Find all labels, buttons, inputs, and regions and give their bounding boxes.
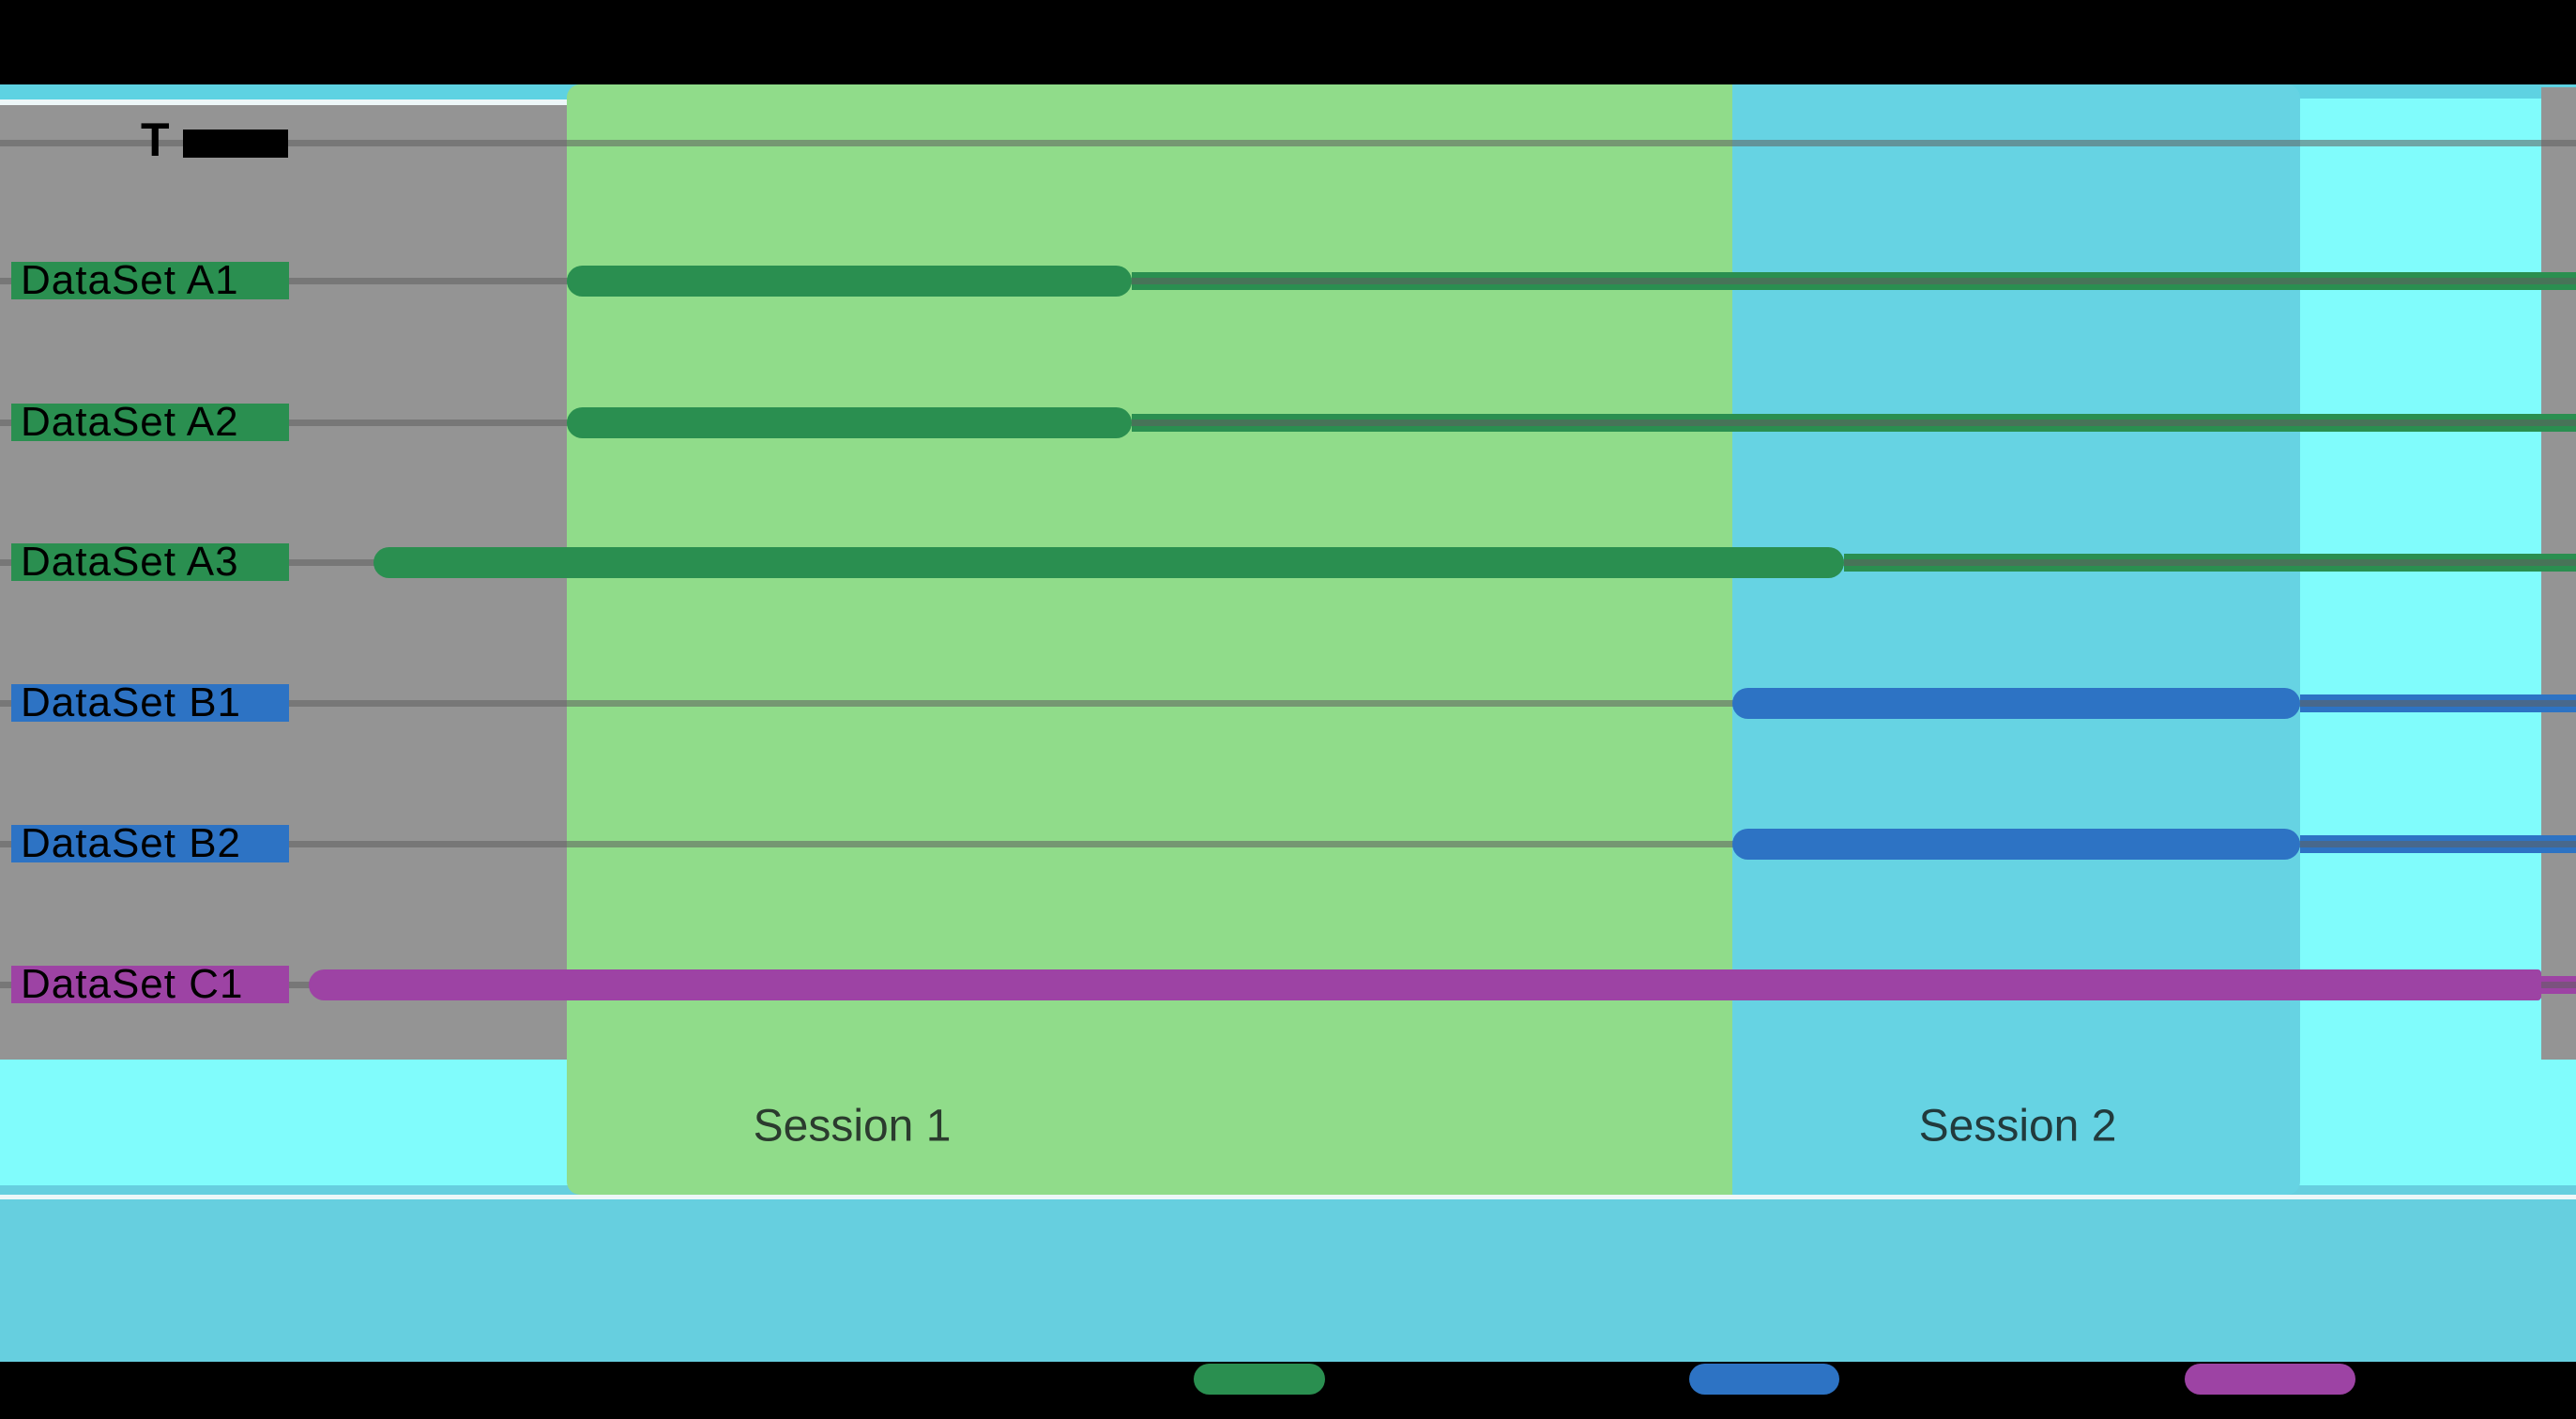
- bottom-cyan-band: [0, 1199, 2576, 1362]
- row-label: DataSet B1: [11, 682, 289, 724]
- legend-swatch: [1689, 1364, 1839, 1395]
- gantt-bar: [309, 969, 2541, 1000]
- gantt-bar: [567, 407, 1132, 438]
- aqua-panel: [2300, 99, 2541, 1060]
- gridline: [0, 420, 2576, 426]
- row-label: DataSet A3: [11, 542, 289, 583]
- legend-swatch: [1194, 1364, 1325, 1395]
- chart-title-redaction-box: [183, 130, 288, 158]
- top-black-strip: [0, 0, 2576, 84]
- session-label: Session 2: [1918, 1101, 2117, 1152]
- gantt-bar: [1732, 829, 2300, 860]
- gridline: [0, 700, 2576, 707]
- gantt-bar: [373, 547, 1844, 578]
- bottom-divider-line: [0, 1195, 2576, 1199]
- row-label: DataSet A2: [11, 402, 289, 443]
- gantt-bar: [1732, 688, 2300, 719]
- session2-band: [1732, 84, 2300, 1195]
- gridline: [0, 841, 2576, 847]
- chart-title-letter: T: [141, 114, 170, 166]
- session-label: Session 1: [753, 1101, 952, 1152]
- row-label: DataSet A1: [11, 260, 289, 301]
- gantt-bar: [567, 266, 1132, 297]
- legend-swatch: [2185, 1364, 2355, 1395]
- row-label: DataSet C1: [11, 964, 289, 1005]
- right-gray-panel: [2541, 87, 2576, 1060]
- gridline: [0, 140, 2576, 146]
- gridline: [0, 278, 2576, 284]
- row-label: DataSet B2: [11, 823, 289, 864]
